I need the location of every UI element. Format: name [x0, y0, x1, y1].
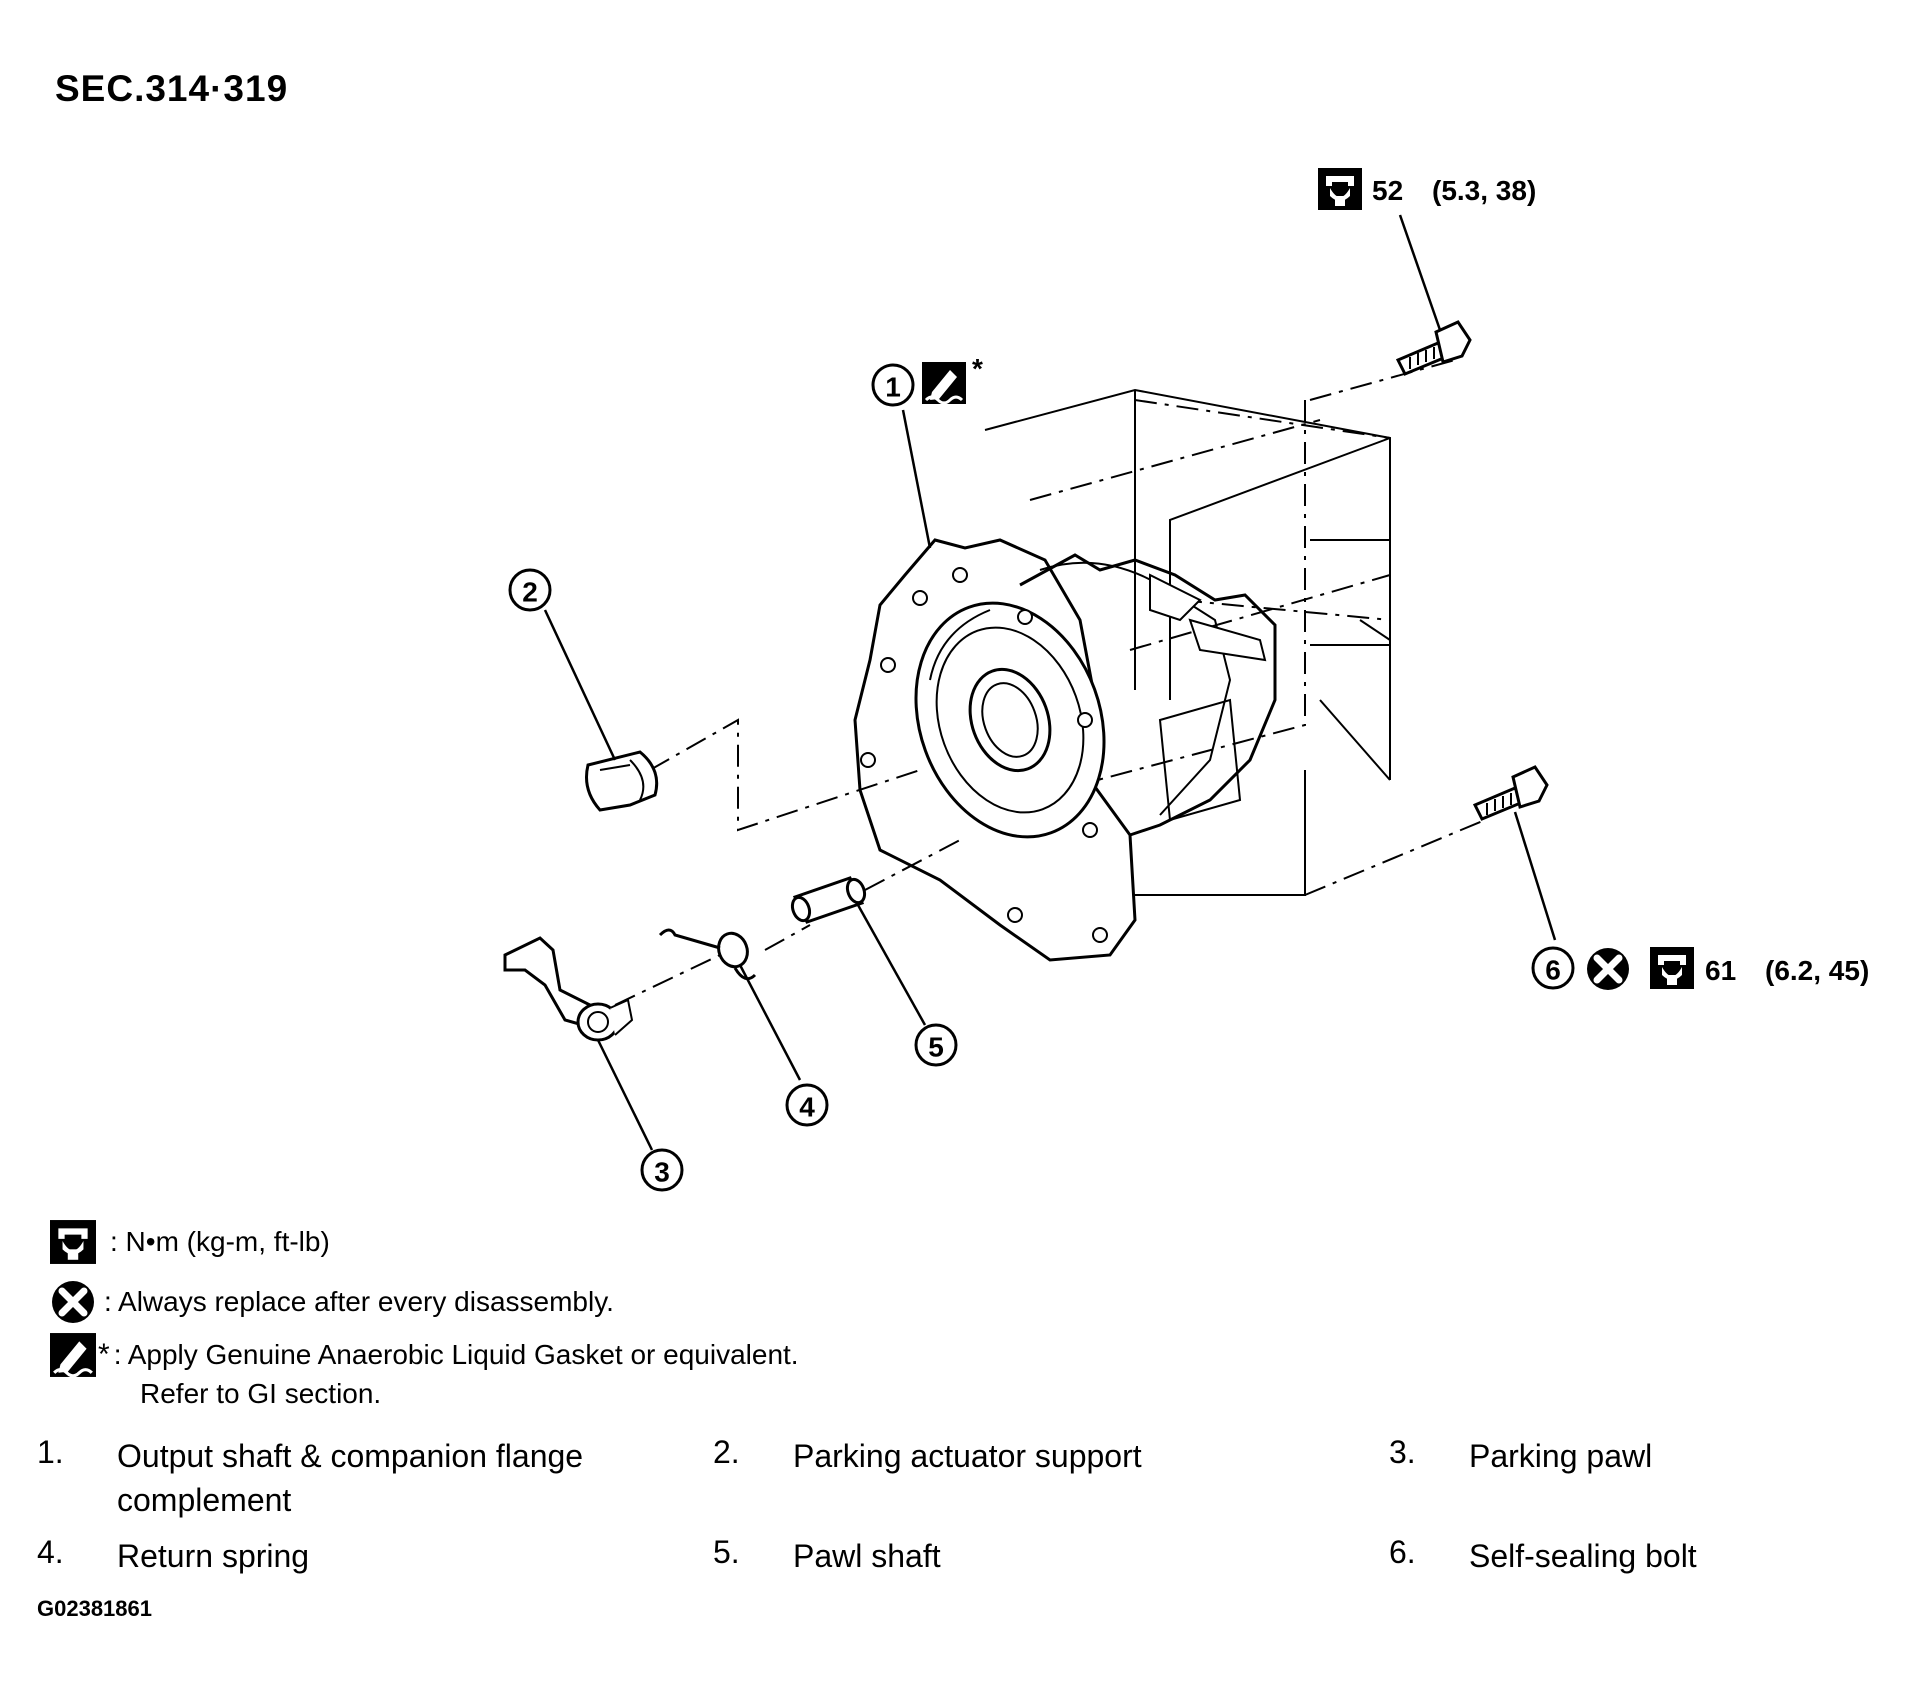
legend-replace: : Always replace after every disassembly…: [50, 1280, 614, 1324]
figure-id: G02381861: [37, 1596, 152, 1621]
legend-gasket: * : Apply Genuine Anaerobic Liquid Gaske…: [50, 1333, 799, 1377]
top-torque-value: 52: [1372, 175, 1403, 206]
parking-pawl: [503, 936, 634, 1042]
part-name: Pawl shaft: [793, 1538, 941, 1574]
callout-5-circle: [914, 1023, 958, 1067]
part-name: Parking actuator support: [793, 1438, 1142, 1474]
part-alignment-lines: [614, 718, 961, 1006]
legend-torque: : N•m (kg-m, ft-lb): [50, 1220, 330, 1264]
callout-1-asterisk: *: [972, 353, 983, 384]
bottom-torque-value: 61: [1705, 955, 1736, 986]
callout-1-gasket-icon: [920, 360, 968, 406]
callout-6-circle: [1531, 946, 1575, 990]
part-number: 4.: [37, 1534, 64, 1570]
callout-circles: [508, 363, 1575, 1192]
section-code: SEC.314·319: [55, 68, 289, 109]
legend-gasket-text: : Apply Genuine Anaerobic Liquid Gasket …: [113, 1339, 799, 1370]
bottom-torque-units: (6.2, 45): [1765, 955, 1869, 986]
output-shaft-housing: [853, 538, 1277, 962]
leader-lines: [543, 214, 1557, 1151]
callout-2: 2: [522, 577, 538, 608]
part-name: Return spring: [117, 1538, 310, 1574]
bottom-bolt: [1472, 765, 1549, 821]
callout-4-circle: [785, 1083, 829, 1127]
callout-1: 1: [885, 372, 901, 403]
callout-3: 3: [654, 1157, 670, 1188]
callout-5: 5: [928, 1032, 944, 1063]
part-number: 2.: [713, 1434, 740, 1470]
top-bolt: [1395, 320, 1472, 376]
part-number: 6.: [1389, 1534, 1416, 1570]
callout-2-circle: [508, 568, 552, 612]
part-name: Self-sealing bolt: [1469, 1538, 1697, 1574]
bottom-torque-wrench-icon: [1650, 947, 1694, 989]
callout-6: 6: [1545, 955, 1561, 986]
liquid-gasket-icon: [50, 1333, 96, 1377]
pawl-shaft: [790, 876, 867, 924]
assembly-guide-lines: [984, 359, 1486, 896]
bottom-replace-icon: [1587, 948, 1629, 990]
torque-wrench-icon: [50, 1220, 96, 1264]
part-number: 5.: [713, 1534, 740, 1570]
top-torque-units: (5.3, 38): [1432, 175, 1536, 206]
parking-actuator-support: [585, 750, 659, 812]
callout-1-circle: [871, 363, 915, 407]
legend-replace-text: : Always replace after every disassembly…: [104, 1286, 614, 1317]
part-number: 1.: [37, 1434, 64, 1470]
return-spring: [658, 928, 757, 981]
part-name: Output shaft & companion flange compleme…: [117, 1438, 584, 1518]
legend-torque-text: : N•m (kg-m, ft-lb): [110, 1226, 330, 1257]
replace-x-icon: [52, 1281, 94, 1323]
legend-gasket-asterisk: *: [98, 1338, 110, 1371]
part-name: Parking pawl: [1469, 1438, 1653, 1474]
part-number: 3.: [1389, 1434, 1416, 1470]
callout-3-circle: [640, 1148, 684, 1192]
top-torque-wrench-icon: [1318, 168, 1362, 210]
legend-gasket-text-2: Refer to GI section.: [140, 1378, 382, 1409]
callout-4: 4: [799, 1092, 815, 1123]
